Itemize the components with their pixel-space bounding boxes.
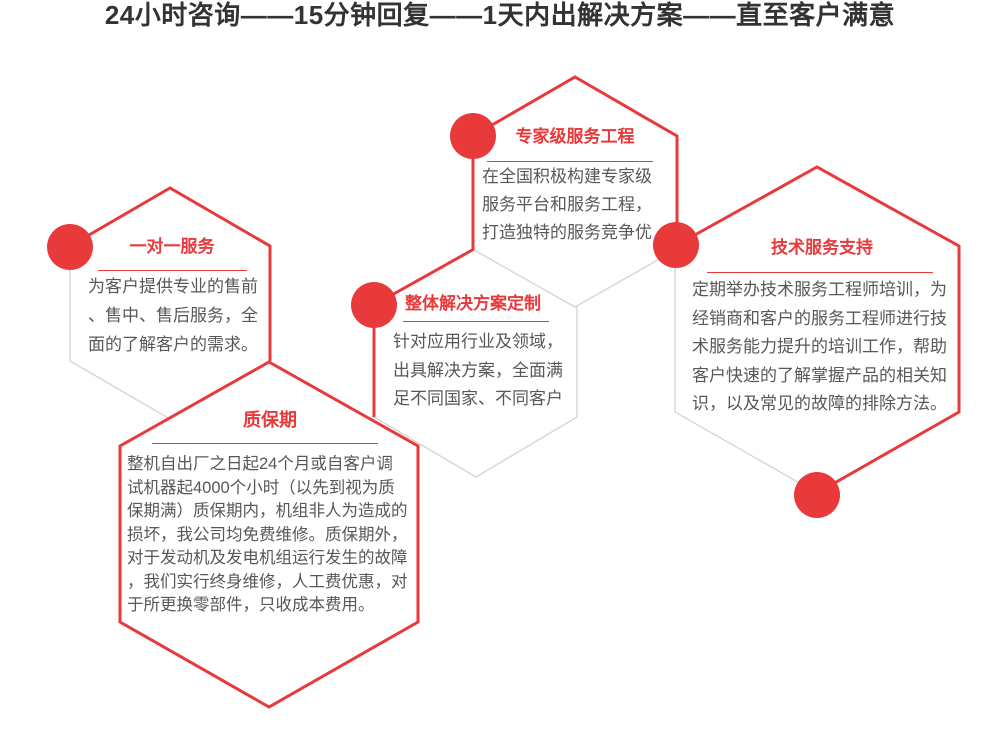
card-one-on-one-body: 为客户提供专业的售前 、售中、售后服务，全 面的了解客户的需求。 — [88, 277, 258, 354]
card-one-on-one-divider — [98, 270, 247, 271]
node-dot-expert — [450, 113, 496, 159]
node-dot-one-on-one — [47, 224, 93, 270]
card-tech-divider — [707, 272, 933, 273]
hexagon-one-on-one-gray-edges — [69, 246, 171, 420]
card-expert-title: 专家级服务工程 — [515, 127, 635, 146]
card-tech-body: 定期举办技术服务工程师培训，为 经销商和客户的服务工程师进行技 术服务能力提升的… — [692, 280, 947, 413]
hexagon-tech-gray-edges — [674, 246, 818, 494]
card-tech-title: 技术服务支持 — [771, 238, 873, 257]
node-dot-solution — [351, 282, 397, 328]
hexagon-solution-gray-edges — [373, 305, 578, 478]
card-solution-divider — [403, 321, 549, 322]
card-warranty-divider — [152, 443, 378, 444]
page-title: 24小时咨询——15分钟回复——1天内出解决方案——直至客户满意 — [104, 0, 896, 30]
node-dot-expert-tech-junction — [653, 222, 699, 268]
hexagon-one-on-one-red-edges — [69, 186, 272, 361]
hexagon-tech-red-edges — [674, 165, 961, 495]
card-solution-body: 针对应用行业及领域， 出具解决方案，全面满 足不同国家、不同客户 — [393, 332, 563, 408]
card-expert-divider — [487, 161, 653, 162]
hexagon-warranty-red-outline — [118, 360, 420, 709]
hexagon-expert-red-edges — [471, 75, 679, 250]
card-warranty-title: 质保期 — [243, 410, 297, 430]
card-warranty-body: 整机自出厂之日起24个月或自客户调 试机器起4000个小时（以先到视为质 保期满… — [127, 455, 408, 614]
node-dot-tech-bottom — [794, 472, 840, 518]
card-solution-title: 整体解决方案定制 — [405, 294, 541, 313]
card-one-on-one-title: 一对一服务 — [129, 237, 215, 256]
card-expert-body: 在全国积极构建专家级 服务平台和服务工程， 打造独特的服务竞争优 — [482, 167, 652, 242]
hexagon-expert-gray-edges — [473, 248, 678, 308]
